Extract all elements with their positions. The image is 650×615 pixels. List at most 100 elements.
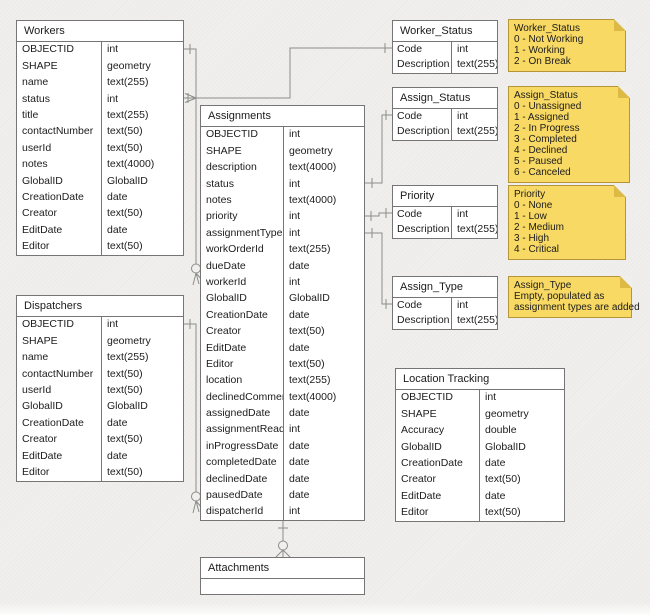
field-type: date bbox=[283, 340, 364, 357]
field-type: date bbox=[479, 455, 564, 472]
field-type: text(4000) bbox=[101, 156, 183, 174]
field-type: date bbox=[283, 487, 364, 504]
table-title: Dispatchers bbox=[17, 296, 183, 317]
note-line: 4 - Critical bbox=[514, 244, 560, 255]
field-name: Creator bbox=[22, 433, 58, 446]
field-type: text(50) bbox=[101, 382, 183, 399]
field-row: EditDate date bbox=[201, 340, 364, 357]
field-type: text(255) bbox=[101, 107, 183, 124]
field-name: Accuracy bbox=[401, 424, 445, 437]
field-type: text(50) bbox=[283, 323, 364, 341]
field-name: priority bbox=[206, 210, 238, 223]
field-type: text(4000) bbox=[283, 389, 364, 406]
field-type: GlobalID bbox=[101, 173, 183, 190]
field-name: assignmentType bbox=[206, 226, 283, 239]
field-row: Accuracy double bbox=[396, 422, 564, 440]
field-type: int bbox=[451, 298, 497, 314]
field-name: SHAPE bbox=[401, 407, 437, 420]
field-name: OBJECTID bbox=[22, 43, 74, 56]
field-name: Editor bbox=[22, 465, 50, 478]
field-name: SHAPE bbox=[22, 59, 58, 72]
field-type: text(50) bbox=[283, 356, 364, 373]
field-row: name text(255) bbox=[17, 74, 183, 92]
field-type: int bbox=[283, 127, 364, 144]
field-type: int bbox=[283, 176, 364, 193]
field-type: date bbox=[101, 189, 183, 206]
field-type: text(255) bbox=[101, 74, 183, 92]
table-title: Assign_Status bbox=[393, 88, 497, 109]
field-type: date bbox=[283, 454, 364, 472]
field-name: GlobalID bbox=[22, 174, 63, 187]
field-name: contactNumber bbox=[22, 125, 94, 138]
note-line: 1 - Working bbox=[514, 45, 565, 56]
crow-foot-icon bbox=[275, 549, 291, 558]
field-name: OBJECTID bbox=[206, 128, 258, 141]
field-type: date bbox=[101, 415, 183, 432]
field-type: text(255) bbox=[283, 241, 364, 259]
field-name: SHAPE bbox=[206, 144, 242, 157]
field-name: GlobalID bbox=[22, 400, 63, 413]
field-type: text(255) bbox=[101, 349, 183, 367]
field-name: userId bbox=[22, 141, 52, 154]
note-line: Assign_Status bbox=[514, 90, 578, 101]
table-title: Location Tracking bbox=[396, 369, 564, 390]
note-line: Empty, populated as bbox=[514, 291, 605, 302]
field-name: Description bbox=[397, 58, 450, 71]
field-name: workOrderId bbox=[206, 243, 264, 256]
field-name: Creator bbox=[401, 473, 437, 486]
field-type: int bbox=[101, 42, 183, 59]
field-name: Editor bbox=[206, 357, 234, 370]
field-type: date bbox=[283, 258, 364, 275]
table-title: Worker_Status bbox=[393, 21, 497, 42]
field-type: geometry bbox=[101, 333, 183, 350]
field-name: Code bbox=[397, 298, 423, 311]
note-line: 1 - Assigned bbox=[514, 112, 570, 123]
field-name: declinedComment bbox=[206, 390, 283, 403]
field-type: text(255) bbox=[451, 57, 497, 73]
field-name: EditDate bbox=[206, 341, 247, 354]
field-type: date bbox=[283, 405, 364, 423]
note-line: 0 - Unassigned bbox=[514, 101, 582, 112]
connector-assignments-to-attachments bbox=[275, 520, 291, 558]
field-name: assignmentRead bbox=[206, 423, 283, 436]
note-line: Priority bbox=[514, 189, 546, 200]
field-name: CreationDate bbox=[22, 190, 84, 203]
field-type: int bbox=[283, 422, 364, 439]
field-name: Editor bbox=[22, 240, 50, 253]
empty-row bbox=[201, 579, 364, 594]
field-type: double bbox=[479, 422, 564, 440]
note-line: 0 - None bbox=[514, 200, 553, 211]
field-name: name bbox=[22, 76, 49, 89]
field-type: text(50) bbox=[479, 504, 564, 522]
field-name: EditDate bbox=[22, 223, 63, 236]
field-type: int bbox=[101, 317, 183, 334]
